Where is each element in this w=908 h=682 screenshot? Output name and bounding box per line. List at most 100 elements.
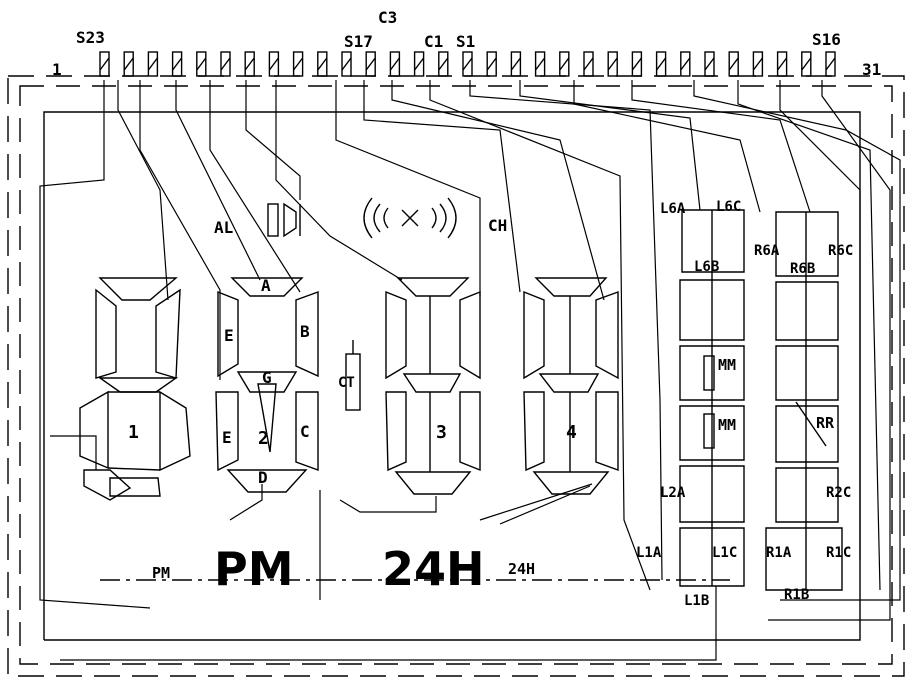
connector-pin <box>389 51 401 77</box>
pin-label-c1: C1 <box>424 32 444 51</box>
connector-pin <box>607 51 618 77</box>
right-bar-label-r6b: R6B <box>790 261 816 277</box>
connector-pin-hatch <box>777 57 788 71</box>
connector-pin <box>559 51 570 77</box>
connector-pin <box>510 51 522 77</box>
left-bar-label-mm-upper: MM <box>718 356 737 374</box>
digit-number-1: 1 <box>128 422 139 443</box>
connector-pin-hatch <box>99 57 110 71</box>
segment-label-e-lower: E <box>222 428 232 447</box>
left-bar-graph <box>679 209 745 587</box>
digit-1 <box>79 277 191 501</box>
connector-pin <box>583 51 594 77</box>
segment-label-c: C <box>300 422 310 441</box>
connector-pin-hatch <box>510 57 521 71</box>
left-bar-label-l2a: L2A <box>660 485 686 501</box>
connector-pin <box>365 51 376 77</box>
connector-pin <box>486 51 497 77</box>
connector-pin <box>655 51 667 77</box>
connector-pin <box>341 51 352 77</box>
connector-pin-hatch <box>123 57 134 71</box>
connector-pin-hatch <box>462 57 473 71</box>
pin-label-s16: S16 <box>812 30 841 49</box>
indicator-pm-large: PM <box>214 542 294 596</box>
connector-pin <box>825 51 836 77</box>
connector-pin-hatch <box>268 57 279 71</box>
solid-frame <box>43 111 861 641</box>
pin-number-last: 31 <box>862 60 882 79</box>
segment-label-b: B <box>300 322 310 341</box>
connector-pin-hatch <box>535 57 546 71</box>
segment-label-g: G <box>262 368 272 387</box>
connector-pin <box>752 51 764 77</box>
connector-pin <box>438 51 449 77</box>
connector-pin <box>680 51 691 77</box>
connector-pin-hatch <box>293 57 304 71</box>
pin-label-s23: S23 <box>76 28 105 47</box>
right-bar-label-r2c: R2C <box>826 485 852 501</box>
connector-pin-hatch <box>196 57 207 71</box>
left-bar-label-l6c: L6C <box>716 199 742 215</box>
connector-pin-hatch <box>631 57 642 71</box>
left-bar-label-l1c: L1C <box>712 545 738 561</box>
connector-pin-hatch <box>389 57 400 71</box>
connector-pin <box>123 51 134 77</box>
connector-pin-hatch <box>414 57 425 71</box>
connector-pin-hatch <box>147 57 158 71</box>
connector-pin <box>292 51 304 77</box>
connector-pin-hatch <box>172 57 183 71</box>
pin-row <box>99 51 836 77</box>
connector-pin-hatch <box>656 57 667 71</box>
connector-pin <box>220 51 231 77</box>
connector-pin-hatch <box>317 57 328 71</box>
chime-icon <box>363 197 457 239</box>
indicator-24h-small: 24H <box>508 560 536 578</box>
left-bar-label-l6b: L6B <box>694 259 720 275</box>
indicator-pm-small: PM <box>152 564 171 582</box>
connector-pin-hatch <box>486 57 497 71</box>
indicator-al: AL <box>214 218 234 237</box>
connector-pin <box>99 51 110 77</box>
connector-pin-hatch <box>704 57 715 71</box>
digit-2 <box>215 277 319 493</box>
connector-pin <box>413 51 425 77</box>
pin-label-c3: C3 <box>378 8 398 27</box>
connector-pin <box>462 51 473 77</box>
left-bar-label-l6a: L6A <box>660 201 686 217</box>
left-bar-label-mm-lower: MM <box>718 416 737 434</box>
indicator-ch: CH <box>488 216 508 235</box>
left-bar-label-l1b: L1B <box>684 593 710 609</box>
pin-label-s1: S1 <box>456 32 476 51</box>
connector-pin-hatch <box>728 57 739 71</box>
pin-label-s17: S17 <box>344 32 373 51</box>
connector-pin-hatch <box>801 57 812 71</box>
pin-number-first: 1 <box>52 60 62 79</box>
connector-pin <box>776 51 788 77</box>
connector-pin-hatch <box>341 57 352 71</box>
connector-pin-hatch <box>559 57 570 71</box>
connector-pin <box>534 51 546 77</box>
outer-dashed-border <box>7 75 905 677</box>
connector-pin-hatch <box>607 57 618 71</box>
digit-3 <box>385 277 481 495</box>
connector-pin-hatch <box>365 57 376 71</box>
right-bar-label-r6a: R6A <box>754 243 780 259</box>
digit-4 <box>523 277 619 495</box>
connector-pin <box>171 51 183 77</box>
segment-label-e-upper: E <box>224 326 234 345</box>
connector-pin <box>196 51 207 77</box>
connector-pin <box>268 51 280 77</box>
connector-pin <box>728 51 739 77</box>
right-bar-label-r1a: R1A <box>766 545 792 561</box>
connector-pin <box>147 51 159 77</box>
right-bar-label-r1c: R1C <box>826 545 852 561</box>
connector-pin-hatch <box>583 57 594 71</box>
right-bar-label-r6c: R6C <box>828 243 854 259</box>
digit-number-2: 2 <box>258 428 269 449</box>
routing-traces <box>39 80 901 661</box>
ct-symbol <box>345 340 361 411</box>
connector-pin <box>704 51 715 77</box>
connector-pin <box>317 51 328 77</box>
connector-pin <box>244 51 255 77</box>
